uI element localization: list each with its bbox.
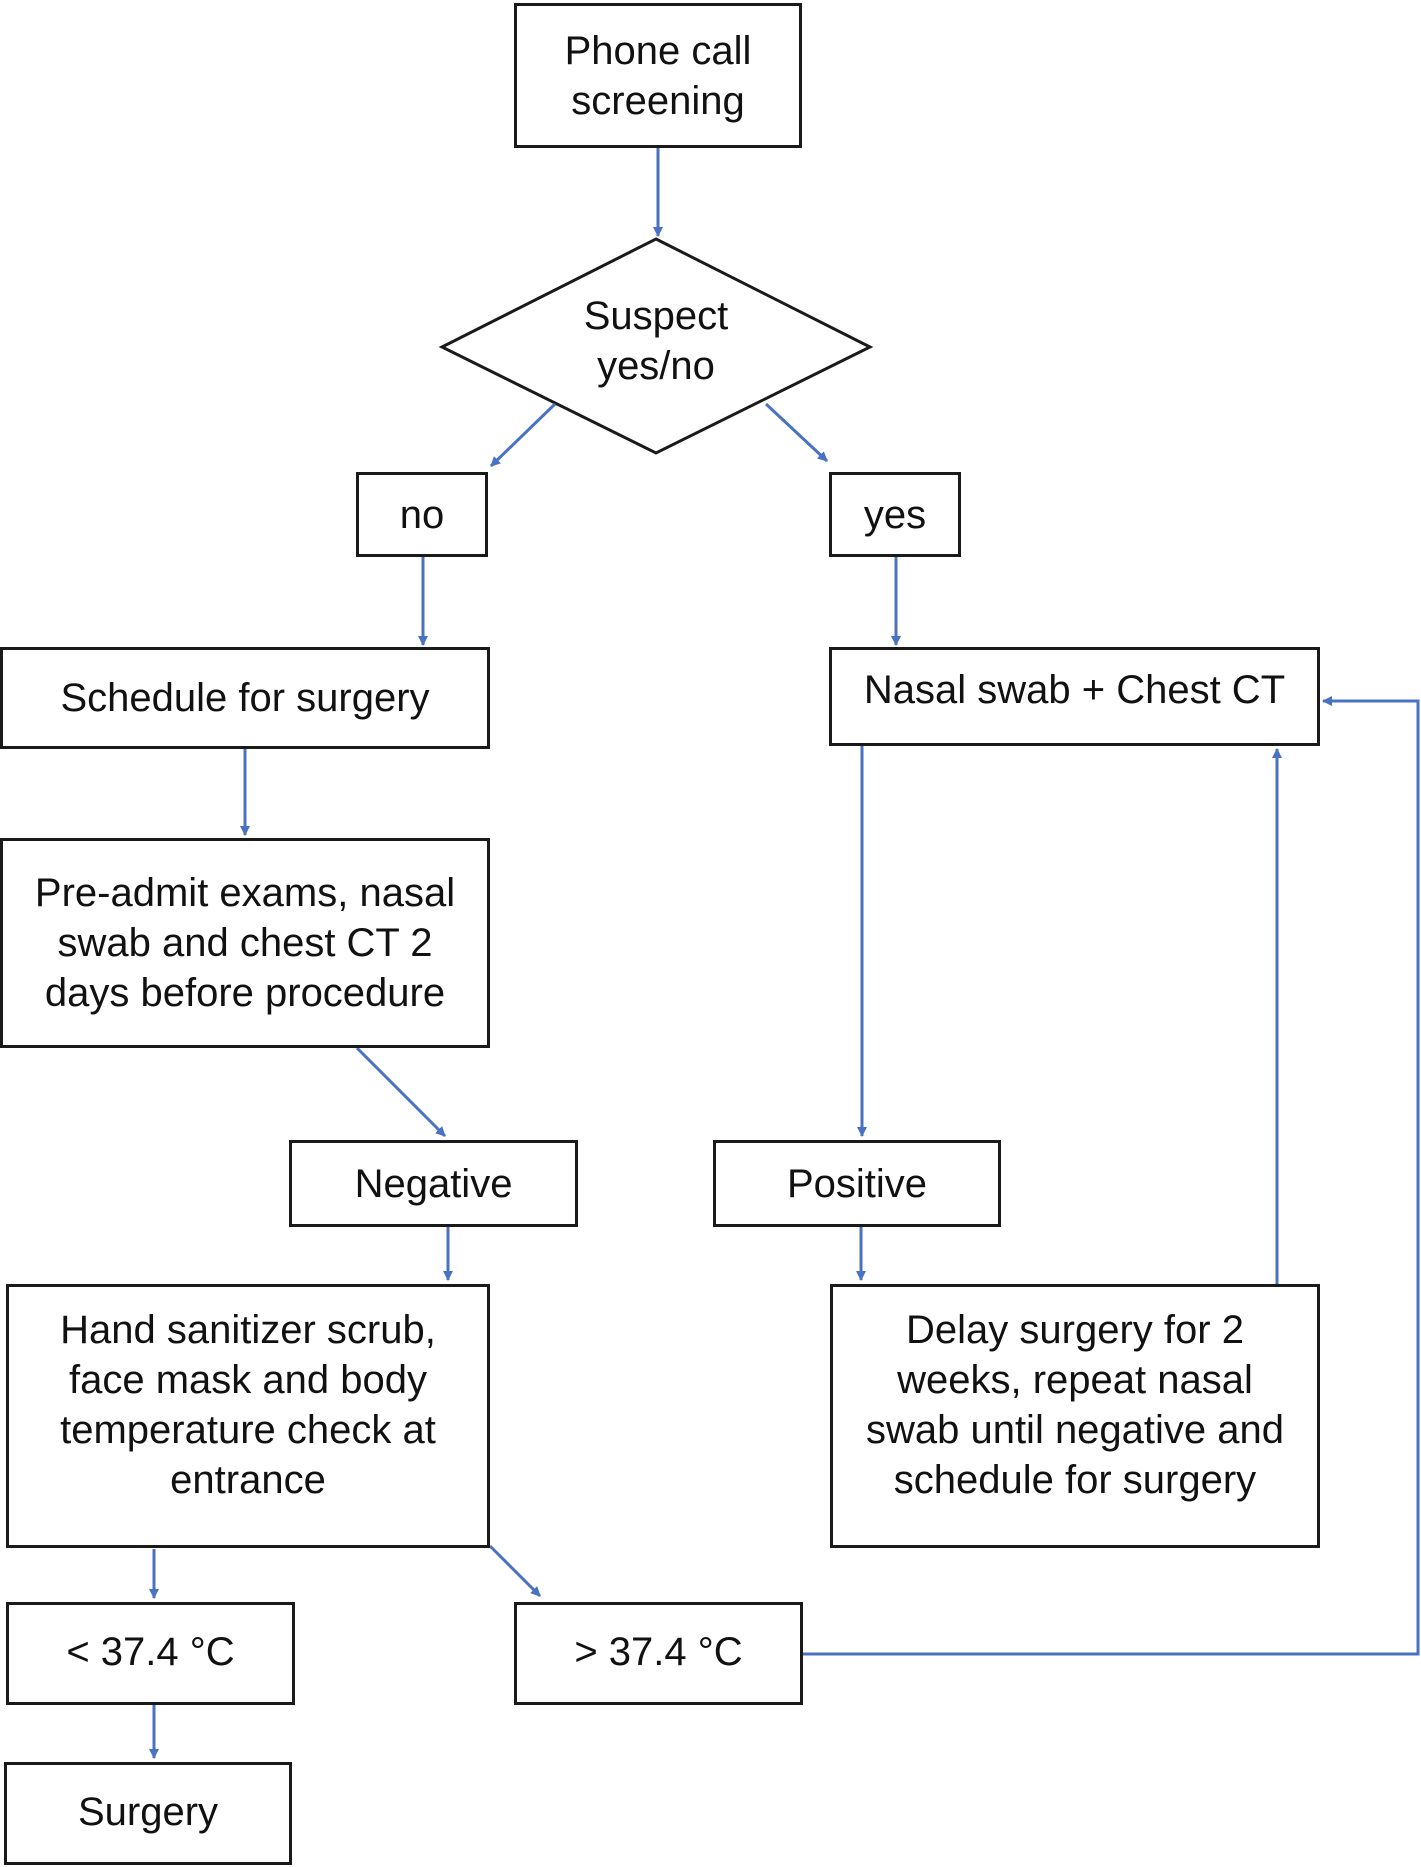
- phone-call-screening-box: Phone call screening: [514, 3, 802, 148]
- arrow-suspect-to-no: [489, 402, 557, 468]
- arrow-preadmit-to-negative: [355, 1046, 447, 1138]
- arrow-hand-to-above: [488, 1544, 542, 1598]
- delay-surgery-box: Delay surgery for 2 weeks, repeat nasal …: [830, 1284, 1320, 1548]
- positive-box: Positive: [713, 1140, 1001, 1227]
- hand-sanitizer-check-box: Hand sanitizer scrub, face mask and body…: [6, 1284, 490, 1548]
- no-box: no: [356, 472, 488, 557]
- decision-diamond: [438, 237, 874, 455]
- arrow-above-to-nasal-loop: [803, 696, 1420, 1656]
- suspect-decision-label: Suspect yes/no: [583, 294, 729, 388]
- yes-box: yes: [829, 472, 961, 557]
- above-37-4-box: > 37.4 °C: [514, 1602, 803, 1705]
- nasal-swab-chest-ct-box: Nasal swab + Chest CT: [829, 647, 1320, 746]
- negative-box: Negative: [289, 1140, 578, 1227]
- below-37-4-box: < 37.4 °C: [6, 1602, 295, 1705]
- surgery-box: Surgery: [4, 1762, 292, 1865]
- schedule-for-surgery-box: Schedule for surgery: [0, 647, 490, 749]
- pre-admit-exams-box: Pre-admit exams, nasal swab and chest CT…: [0, 838, 490, 1048]
- arrow-suspect-to-yes: [764, 402, 829, 463]
